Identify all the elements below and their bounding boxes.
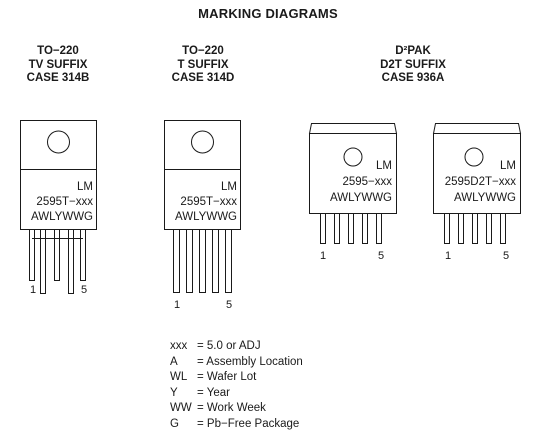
package-suffix: D2T SUFFIX xyxy=(380,58,446,71)
pin-lead xyxy=(472,213,478,244)
pin-lead xyxy=(500,213,506,244)
legend-key: Y xyxy=(170,386,178,399)
legend-key: xxx xyxy=(170,340,188,352)
pin-label-last: 5 xyxy=(503,250,509,262)
legend-desc: = 5.0 or ADJ xyxy=(197,340,261,352)
legend-desc: = Year xyxy=(197,386,230,399)
pin-lead xyxy=(173,229,180,293)
package-case: CASE 936A xyxy=(381,72,445,84)
marking-line: AWLYWWG xyxy=(175,211,237,223)
legend-desc: = Wafer Lot xyxy=(197,371,257,384)
legend-row: WL = Wafer Lot xyxy=(170,370,303,386)
marking-line: 2595D2T−xxx xyxy=(445,176,517,188)
legend-row: A = Assembly Location xyxy=(170,355,303,371)
legend-key: A xyxy=(170,355,178,368)
pin-label-last: 5 xyxy=(81,284,87,296)
marking-line: AWLYWWG xyxy=(454,192,516,204)
tab xyxy=(164,120,241,170)
package-suffix: T SUFFIX xyxy=(177,58,229,71)
marking-line: AWLYWWG xyxy=(31,211,93,223)
pin-lead xyxy=(68,229,74,294)
pin-lead xyxy=(362,213,368,244)
pin-label-first: 1 xyxy=(30,284,36,296)
marking-line: LM xyxy=(500,160,516,172)
pin-lead xyxy=(320,213,326,244)
package-suffix: TV SUFFIX xyxy=(28,58,88,71)
pin-lead xyxy=(444,213,450,244)
legend-row: xxx = 5.0 or ADJ xyxy=(170,339,303,355)
header-to220-t: TO−220 T SUFFIX CASE 314D xyxy=(133,45,273,86)
heatsink-tab xyxy=(308,123,398,134)
legend-key: WL xyxy=(170,371,188,384)
header-d2pak: D²PAK D2T SUFFIX CASE 936A xyxy=(343,45,483,86)
pin-lead xyxy=(334,213,340,244)
pin-lead xyxy=(348,213,354,244)
pin-lead xyxy=(40,229,46,294)
pin-label-first: 1 xyxy=(320,250,326,262)
pin1-dot xyxy=(343,147,363,167)
marking-legend: xxx = 5.0 or ADJ A = Assembly Location WL =… xyxy=(170,339,303,433)
marking-line: LM xyxy=(376,160,392,172)
legend-key: G xyxy=(170,417,179,430)
pin-leads xyxy=(444,213,506,244)
mounting-hole xyxy=(191,130,214,154)
pin-lead xyxy=(80,229,86,281)
tab xyxy=(20,120,97,170)
pin-label-first: 1 xyxy=(174,299,180,311)
marking-line: 2595T−xxx xyxy=(36,196,93,208)
package-type: D²PAK xyxy=(395,45,431,57)
package-d2pak xyxy=(308,123,398,244)
pin-lead xyxy=(29,229,35,281)
pin-label-last: 5 xyxy=(226,299,232,311)
package-to220-t xyxy=(164,120,241,293)
pin1-dot xyxy=(464,147,484,167)
package-case: CASE 314B xyxy=(26,72,90,84)
marking-line: 2595−xxx xyxy=(342,176,392,188)
pin-lead xyxy=(212,229,219,293)
legend-row: WW = Work Week xyxy=(170,401,303,417)
pin-label-first: 1 xyxy=(445,250,451,262)
legend-row: Y = Year xyxy=(170,386,303,402)
pin-leads xyxy=(29,229,86,294)
package-case: CASE 314D xyxy=(171,72,235,84)
package-to220-tv xyxy=(20,120,97,294)
package-d2pak-d2t xyxy=(432,123,522,244)
legend-row: G = Pb−Free Package xyxy=(170,417,303,433)
pin-lead xyxy=(458,213,464,244)
legend-key: WW xyxy=(170,402,192,415)
pin-lead xyxy=(199,229,206,293)
pin-lead xyxy=(225,229,232,293)
package-type: TO−220 xyxy=(37,45,79,57)
pin-lead xyxy=(486,213,492,244)
marking-line: LM xyxy=(77,181,93,193)
header-to220-tv: TO−220 TV SUFFIX CASE 314B xyxy=(0,45,128,86)
pin-label-last: 5 xyxy=(378,250,384,262)
page-title: MARKING DIAGRAMS xyxy=(198,6,338,21)
heatsink-tab xyxy=(432,123,522,134)
pin-lead xyxy=(54,229,60,281)
marking-line: AWLYWWG xyxy=(330,192,392,204)
legend-desc: = Work Week xyxy=(197,402,266,415)
pin-lead xyxy=(186,229,193,293)
legend-desc: = Assembly Location xyxy=(197,355,303,368)
pin-leads xyxy=(320,213,382,244)
marking-line: LM xyxy=(221,181,237,193)
mounting-hole xyxy=(47,130,70,154)
marking-line: 2595T−xxx xyxy=(180,196,237,208)
package-type: TO−220 xyxy=(182,45,224,57)
legend-desc: = Pb−Free Package xyxy=(197,417,300,430)
pin-leads xyxy=(173,229,232,293)
pin-lead xyxy=(376,213,382,244)
